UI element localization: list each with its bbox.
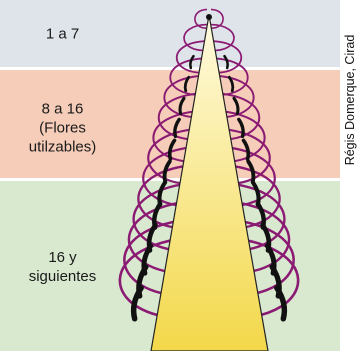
flower-mark: [225, 56, 228, 68]
flower-mark: [239, 119, 243, 136]
flower-mark: [180, 98, 184, 113]
flower-spike-illustration: [0, 0, 340, 351]
credit-text: Régis Domerque, Cirad: [343, 35, 357, 166]
flower-mark: [134, 288, 142, 319]
flower-mark: [190, 56, 193, 68]
flower-mark: [277, 288, 285, 319]
spike-axis: [151, 15, 268, 351]
flower-mark: [234, 98, 238, 113]
flower-mark: [175, 119, 179, 136]
spike-tip: [206, 14, 212, 20]
photo-credit: Régis Domerque, Cirad: [341, 0, 359, 351]
